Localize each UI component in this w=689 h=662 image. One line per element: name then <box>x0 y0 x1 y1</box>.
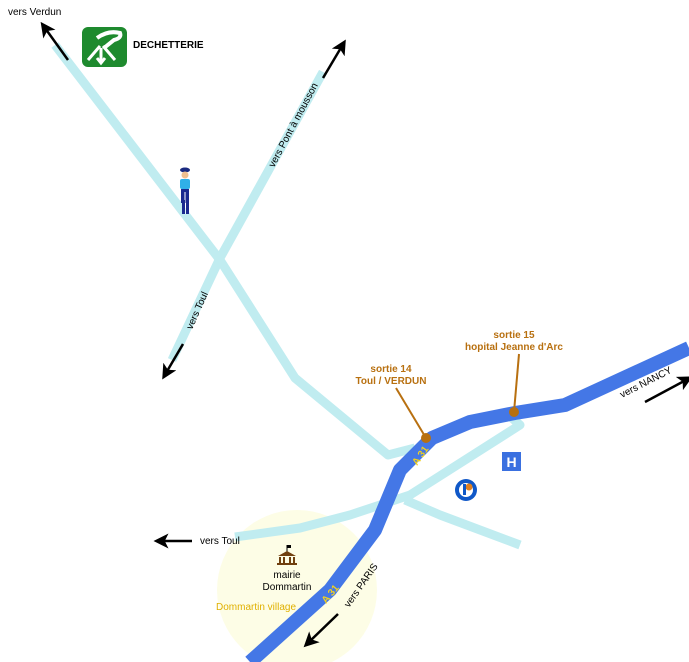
road-verdun <box>51 42 417 460</box>
supermarket-icon[interactable] <box>455 479 477 501</box>
dechetterie-icon[interactable] <box>82 27 127 67</box>
dommartin-village-label: Dommartin village <box>216 602 296 613</box>
road-pont-a-mousson <box>167 69 327 362</box>
sortie-15-label: sortie 15 <box>493 330 535 341</box>
road-branch-east <box>403 495 522 550</box>
svg-text:H: H <box>506 454 516 470</box>
sortie-15-sublabel: hopital Jeanne d'Arc <box>465 342 563 353</box>
sortie-15-pointer <box>513 353 520 413</box>
arrow-pont-a-mousson <box>321 39 346 79</box>
mairie-label: mairie <box>273 570 301 581</box>
sortie-14-sublabel: Toul / VERDUN <box>356 376 427 387</box>
a31-highway <box>245 341 689 662</box>
sortie-14-label: sortie 14 <box>370 364 412 375</box>
hospital-icon[interactable]: H <box>502 452 521 471</box>
arrow-toul-north <box>162 343 185 380</box>
dechetterie-label: DECHETTERIE <box>133 40 204 51</box>
local-roads <box>51 42 525 550</box>
arrow-verdun <box>40 21 70 61</box>
sortie-14-marker[interactable] <box>421 433 431 443</box>
arrow-paris <box>303 613 339 648</box>
dommartin-village-area <box>217 510 377 662</box>
vers-pont-label: vers Pont à mousson <box>267 81 321 169</box>
vers-toul-north-label: vers Toul <box>185 290 211 331</box>
sortie-14-pointer <box>395 387 427 439</box>
mairie-sublabel: Dommartin <box>263 582 312 593</box>
sortie-15-marker[interactable] <box>509 407 519 417</box>
arrow-nancy <box>644 376 689 404</box>
police-officer-icon[interactable] <box>180 167 190 215</box>
vers-verdun-label: vers Verdun <box>8 7 61 18</box>
vers-toul-west-label: vers Toul <box>200 536 240 547</box>
town-hall-icon[interactable] <box>277 545 297 565</box>
